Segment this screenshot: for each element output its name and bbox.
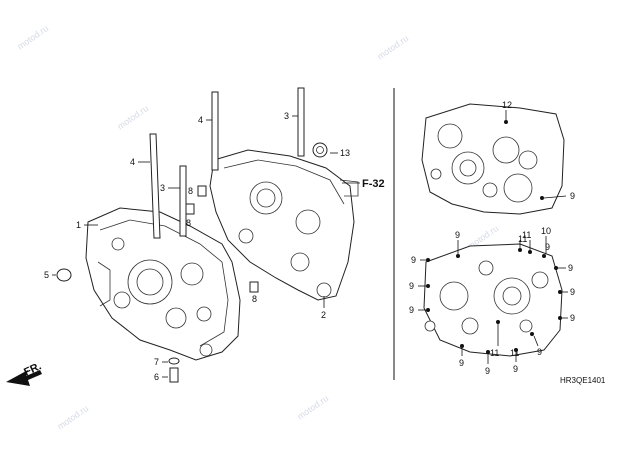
callout-9b: 9 [455,230,460,240]
callout-9j: 9 [568,263,573,273]
watermark-text: motod.ru [15,23,50,52]
callout-4b: 4 [198,115,203,125]
callout-11a: 11 [522,230,531,240]
left-crankcase [85,207,241,361]
watermark-text: motod.ru [375,33,410,62]
front-direction-label: FR. [22,360,43,378]
watermark-text: motod.ru [55,403,90,432]
callout-9h: 9 [513,364,518,374]
callout-8c: 8 [252,294,257,304]
leader-lines [52,115,338,378]
callout-3b: 3 [160,183,165,193]
callout-6: 6 [154,372,159,382]
callout-8: 8 [188,186,193,196]
reference-frame-label: F-32 [362,178,385,190]
callout-9e: 9 [409,305,414,315]
callout-9d: 9 [409,281,414,291]
right-top-case-view [421,103,567,215]
callout-4: 4 [130,157,135,167]
callout-11d: 11 [518,234,527,244]
stud-bolts [149,87,305,239]
callout-2: 2 [321,310,326,320]
right-crankcase [209,149,359,301]
callout-11b: 11 [490,348,499,358]
callout-9c: 9 [411,255,416,265]
front-direction-arrow [6,370,42,386]
callout-9l: 9 [570,313,575,323]
callout-9m: 9 [545,242,550,252]
small-parts [56,142,328,383]
callout-9a: 9 [570,191,575,201]
watermark-text: motod.ru [115,103,150,132]
callout-7: 7 [154,357,159,367]
right-bottom-case-view [418,236,568,364]
callout-9i: 9 [537,347,542,357]
callout-9f: 9 [459,358,464,368]
callout-1: 1 [76,220,81,230]
callout-13: 13 [340,148,350,158]
callout-8b: 8 [186,218,191,228]
watermark-text: motod.ru [295,393,330,422]
callout-5: 5 [44,270,49,280]
callout-9g: 9 [485,366,490,376]
diagram-code: HR3QE1401 [560,376,606,385]
callout-12: 12 [502,100,512,110]
callout-10: 10 [541,226,551,236]
callout-3: 3 [284,111,289,121]
callout-11c: 11 [510,348,519,358]
callout-9k: 9 [570,287,575,297]
